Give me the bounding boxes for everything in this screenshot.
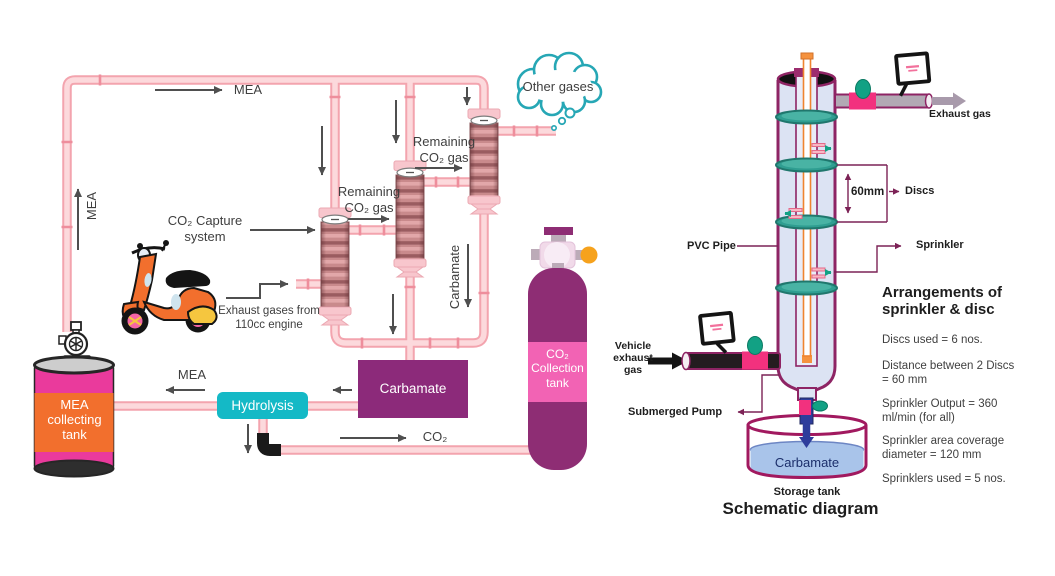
exhaust-gas-label: Exhaust gas <box>929 108 991 120</box>
co2-capture-system-label: CO₂ Capture system <box>167 213 243 244</box>
spec-item: Sprinkler area coverage diameter = 120 m… <box>882 435 1005 461</box>
mea-top-label: MEA <box>233 82 263 97</box>
capture-column-3 <box>467 108 501 215</box>
submerged-pump <box>797 387 828 448</box>
hydrolysis-label: Hydrolysis <box>231 398 294 413</box>
pvc-pipe-label: PVC Pipe <box>687 240 736 252</box>
elbow-fitting <box>257 433 281 456</box>
sprinkler-nozzle <box>811 143 832 154</box>
arrangements-title: Arrangements of sprinkler & disc <box>882 284 1003 318</box>
spec-item: Sprinklers used = 5 nos. <box>882 473 1006 485</box>
mea-collecting-tank <box>33 321 115 478</box>
co2-collection-tank <box>528 227 598 470</box>
exhaust-outlet-pipe <box>834 51 966 110</box>
pump-icon <box>58 321 91 363</box>
pipe-network <box>61 74 557 456</box>
co2-out-label: CO₂ <box>422 429 448 444</box>
remaining-co2-upper-label: Remaining CO₂ gas <box>412 134 476 165</box>
storage-tank-liquid-label: Carbamate <box>774 455 840 470</box>
disc-spacing-label: 60mm <box>851 186 885 198</box>
monitor-icon <box>894 51 932 97</box>
schematic-title: Schematic diagram <box>722 499 879 518</box>
spec-item: Distance between 2 Discs = 60 mm <box>882 360 1015 386</box>
monitor-icon <box>698 310 736 354</box>
exhaust-gases-engine-label: Exhaust gases from 110cc engine <box>218 305 320 332</box>
spec-item: Discs used = 6 nos. <box>882 334 983 346</box>
scooter-icon <box>121 240 218 335</box>
remaining-co2-lower-label: Remaining CO₂ gas <box>337 184 401 215</box>
discs-label: Discs <box>905 185 935 197</box>
carbamate-box-label: Carbamate <box>379 381 447 396</box>
hydrolysis-box <box>217 392 308 419</box>
vehicle-exhaust-label: Vehicle exhaust gas <box>613 340 653 377</box>
capture-column-2 <box>393 160 427 278</box>
mea-left-label: MEA <box>84 191 99 221</box>
spec-item: Sprinkler Output = 360 ml/min (for all) <box>882 398 998 424</box>
thought-cloud-icon <box>516 51 603 132</box>
sprinkler-nozzle <box>811 267 832 279</box>
storage-tank-label: Storage tank <box>773 486 841 498</box>
flow-arrows <box>74 86 472 454</box>
submerged-pump-label: Submerged Pump <box>628 406 723 418</box>
carbamate-pipe-label: Carbamate <box>447 244 462 310</box>
carbamate-box <box>358 360 468 418</box>
mea-return-label: MEA <box>177 367 207 382</box>
other-gases-label: Other gases <box>522 79 594 94</box>
capture-column-1 <box>318 207 352 326</box>
exhaust-gas-arrow <box>932 92 966 110</box>
mea-tank-label: MEA collecting tank <box>47 397 102 442</box>
sprinkler-label: Sprinkler <box>916 239 964 251</box>
sprinklers <box>784 143 832 279</box>
callout-lines <box>737 164 902 416</box>
co2-tank-label: CO₂ Collection tank <box>531 347 584 390</box>
vehicle-exhaust-pipe <box>648 310 781 371</box>
storage-tank <box>746 414 868 480</box>
pipe-joints <box>61 74 539 349</box>
sprinkler-nozzle <box>784 208 803 219</box>
valve-knob-icon <box>580 246 598 264</box>
